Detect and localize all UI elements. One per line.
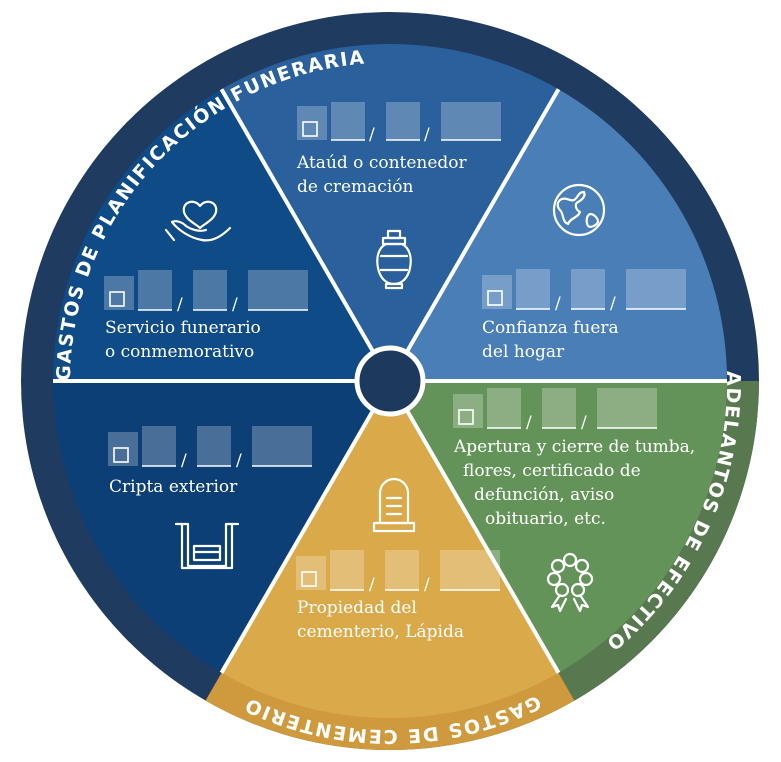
heart-hand-icon <box>164 200 232 242</box>
property-date-separator-2: / <box>424 575 430 595</box>
opening-checkbox[interactable] <box>453 394 483 428</box>
crypt-date-separator-2: / <box>236 451 242 471</box>
segment-dividers <box>53 88 727 674</box>
property-checkbox[interactable] <box>296 556 326 590</box>
property-label-line-1: Propiedad del <box>297 598 417 618</box>
trust-date-separator-2: / <box>610 294 616 314</box>
casket-checkbox[interactable] <box>297 106 327 140</box>
casket-date-separator-1: / <box>369 125 375 145</box>
trust-label-line-1: Confianza fuera <box>482 318 619 338</box>
segment-opening <box>390 381 727 673</box>
trust-checkbox[interactable] <box>482 275 512 309</box>
urn-icon <box>376 229 412 290</box>
segment-trust <box>390 89 727 381</box>
service-day-field[interactable] <box>193 270 227 311</box>
property-year-field[interactable] <box>440 550 500 591</box>
opening-label-line-1: Apertura y cierre de tumba, <box>453 437 695 457</box>
service-checkbox[interactable] <box>104 276 134 310</box>
casket-date-separator-2: / <box>424 125 430 145</box>
crypt-checkbox[interactable] <box>108 432 138 466</box>
trust-day-field[interactable] <box>571 269 605 310</box>
segment-opening-group: / / Apertura y cierre de tumba, flores, … <box>453 388 695 613</box>
segment-property-group: / / Propiedad del cementerio, Lápida <box>296 477 500 642</box>
crypt-date-separator-1: / <box>181 451 187 471</box>
trust-year-field[interactable] <box>626 269 686 310</box>
trust-label-line-2: del hogar <box>482 342 565 362</box>
service-date-separator-2: / <box>232 295 238 315</box>
trust-date-separator-1: / <box>555 294 561 314</box>
segment-crypt-group: / / Cripta exterior <box>108 426 312 570</box>
segment-trust-group: / / Confianza fuera del hogar <box>482 183 686 362</box>
property-day-field[interactable] <box>385 550 419 591</box>
crypt-day-field[interactable] <box>197 426 231 467</box>
property-date-separator-1: / <box>369 575 375 595</box>
segment-casket-group: / / Ataúd o contenedor de cremación <box>296 102 501 290</box>
opening-label-line-2: flores, certificado de <box>463 461 641 481</box>
opening-date-separator-1: / <box>526 413 532 433</box>
segment-service-group: / / Servicio funerario o conmemorativo <box>104 200 308 362</box>
segment-crypt <box>53 381 390 673</box>
opening-year-field[interactable] <box>597 388 657 429</box>
opening-day-field[interactable] <box>542 388 576 429</box>
segment-casket <box>221 44 559 382</box>
service-year-field[interactable] <box>248 270 308 311</box>
opening-label-line-3: defunción, aviso <box>474 485 614 505</box>
casket-year-field[interactable] <box>441 102 501 141</box>
headstone-icon <box>372 477 416 533</box>
opening-month-field[interactable] <box>487 388 521 429</box>
service-label-line-2: o conmemorativo <box>105 342 254 362</box>
casket-label-line-1: Ataúd o contenedor <box>296 153 468 173</box>
segment-property <box>221 381 559 718</box>
trust-month-field[interactable] <box>516 269 550 310</box>
service-label-line-1: Servicio funerario <box>105 318 261 338</box>
flower-wreath-icon <box>546 552 594 613</box>
casket-month-field[interactable] <box>331 102 365 141</box>
service-month-field[interactable] <box>138 270 172 311</box>
crypt-year-field[interactable] <box>252 426 312 467</box>
crypt-label-line-1: Cripta exterior <box>109 477 238 497</box>
opening-label-line-4: obituario, etc. <box>485 509 606 529</box>
globe-icon <box>552 183 606 237</box>
opening-date-separator-2: / <box>581 413 587 433</box>
service-date-separator-1: / <box>177 295 183 315</box>
property-month-field[interactable] <box>330 550 364 591</box>
crypt-month-field[interactable] <box>142 426 176 467</box>
casket-label-line-2: de cremación <box>297 177 414 197</box>
property-label-line-2: cementerio, Lápida <box>297 622 464 642</box>
center-hub <box>354 345 426 417</box>
casket-day-field[interactable] <box>386 102 420 141</box>
crypt-icon <box>174 522 240 570</box>
